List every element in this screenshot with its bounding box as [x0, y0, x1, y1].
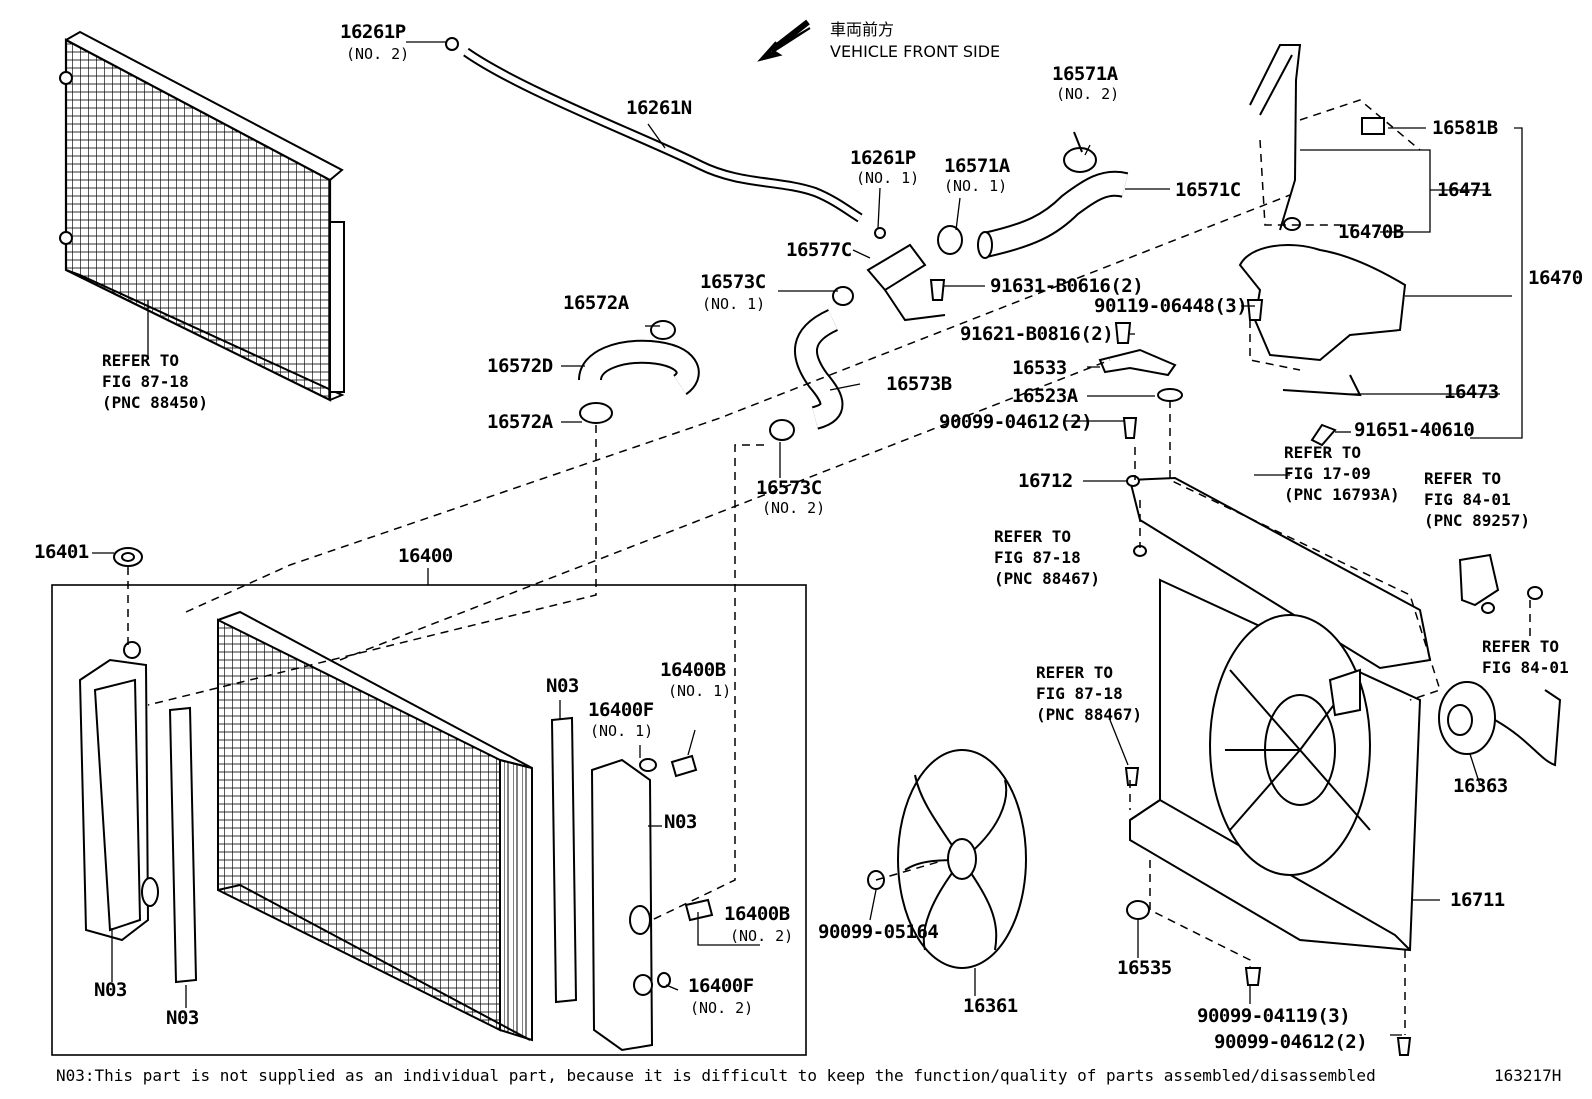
callout-n03-left-tank: N03 — [94, 979, 127, 1001]
radiator-cap-16401 — [113, 547, 143, 567]
callout-16400F-no1-sub: (NO. 1) — [590, 722, 654, 740]
callout-16400F-no2: 16400F — [688, 975, 754, 997]
callout-16401: 16401 — [34, 541, 89, 563]
callout-16581B: 16581B — [1432, 117, 1498, 139]
callout-90099-04612-bot: 90099-04612(2) — [1214, 1031, 1368, 1053]
callout-16261N: 16261N — [626, 97, 692, 119]
radiator-core — [217, 610, 533, 1042]
leader-lines — [92, 41, 1523, 1036]
vehicle-front-en: VEHICLE FRONT SIDE — [830, 42, 1001, 61]
hose-16573B — [769, 286, 854, 441]
fan-shroud-16711 — [1129, 578, 1422, 952]
callout-16573C-no1: 16573C — [700, 271, 766, 293]
ref-condenser: REFER TO FIG 87-18 (PNC 88450) — [102, 351, 208, 412]
figure-id: 163217H — [1494, 1066, 1562, 1085]
clamp-16571A-no2 — [1063, 131, 1097, 173]
callout-16571A-no2-sub: (NO. 2) — [1056, 85, 1120, 103]
reservoir-tank — [1238, 44, 1407, 397]
callout-16572A-top: 16572A — [563, 292, 629, 314]
callout-16711: 16711 — [1450, 889, 1505, 911]
gasket-right — [550, 716, 578, 1004]
callout-91651-40610: 91651-40610 — [1354, 419, 1475, 441]
callout-91621-B0816: 91621-B0816(2) — [960, 323, 1114, 345]
callout-16361: 16361 — [963, 995, 1018, 1017]
callout-16533: 16533 — [1012, 357, 1067, 379]
vehicle-front-jp: 車両前方 — [830, 20, 895, 39]
water-outlet-16577C — [866, 227, 946, 322]
callout-16261P-no2-sub: (NO. 2) — [346, 45, 410, 63]
callout-16535: 16535 — [1117, 957, 1172, 979]
callout-16712: 16712 — [1018, 470, 1073, 492]
callout-16473: 16473 — [1444, 381, 1499, 403]
callout-16523A: 16523A — [1012, 385, 1078, 407]
callout-16571C: 16571C — [1175, 179, 1241, 201]
hose-16572D — [578, 320, 700, 424]
callout-16573C-no2-sub: (NO. 2) — [762, 499, 826, 517]
ref-fig-17-09: REFER TO FIG 17-09 (PNC 16793A) — [1284, 443, 1400, 504]
ref-fig-84-01-relay: REFER TO FIG 84-01 (PNC 89257) — [1424, 469, 1530, 530]
callout-16471: 16471 — [1437, 179, 1492, 201]
radiator-left-tank — [78, 641, 159, 942]
motor-16363 — [1438, 681, 1562, 767]
callout-n03-right-tank: N03 — [664, 811, 697, 833]
clamp-16571A-no1 — [937, 225, 963, 255]
callout-16573B: 16573B — [886, 373, 952, 395]
callout-16400F-no2-sub: (NO. 2) — [690, 999, 754, 1017]
gasket-left — [168, 706, 198, 984]
callout-16400B-no1-sub: (NO. 1) — [668, 682, 732, 700]
dashed-lines — [127, 99, 1531, 1035]
ref-fig-84-01-motor: REFER TO FIG 84-01 — [1482, 637, 1569, 677]
callout-16400: 16400 — [398, 545, 453, 567]
callout-16400B-no2-sub: (NO. 2) — [730, 927, 794, 945]
ref-fig-87-18-low: REFER TO FIG 87-18 (PNC 88467) — [1036, 663, 1142, 724]
callout-16571A-no1-sub: (NO. 1) — [944, 177, 1008, 195]
callout-16400F-no1: 16400F — [588, 699, 654, 721]
vehicle-front-arrow — [757, 19, 811, 62]
callout-16261P-no2: 16261P — [340, 21, 406, 43]
callout-16400B-no2: 16400B — [724, 903, 790, 925]
hose-16571C — [977, 170, 1129, 259]
radiator-right-tank — [590, 754, 714, 1052]
footnote-n03: N03:This part is not supplied as an indi… — [56, 1066, 1376, 1085]
callout-16573C-no1-sub: (NO. 1) — [702, 295, 766, 313]
callout-16572D: 16572D — [487, 355, 553, 377]
callout-16571A-no1: 16571A — [944, 155, 1010, 177]
callout-16577C: 16577C — [786, 239, 852, 261]
callout-16400B-no1: 16400B — [660, 659, 726, 681]
callout-16470B: 16470B — [1338, 221, 1404, 243]
callout-16572A-bot: 16572A — [487, 411, 553, 433]
callout-90099-04119: 90099-04119(3) — [1197, 1005, 1351, 1027]
callout-90099-05164: 90099-05164 — [818, 921, 939, 943]
callout-16261P-no1-sub: (NO. 1) — [856, 169, 920, 187]
radiator-assembly-box — [51, 584, 807, 1056]
relay-89257 — [1458, 553, 1543, 614]
callout-16363: 16363 — [1453, 775, 1508, 797]
condenser — [59, 30, 345, 402]
callout-16261P-no1: 16261P — [850, 147, 916, 169]
bracket-16533 — [1098, 348, 1183, 402]
hose-16261N — [445, 37, 863, 223]
callout-16571A-no2: 16571A — [1052, 63, 1118, 85]
callout-16470: 16470 — [1528, 267, 1583, 289]
fasteners — [929, 279, 1412, 1056]
fan-16361 — [867, 749, 1027, 969]
callout-n03-top: N03 — [546, 675, 579, 697]
callout-90099-04612-top: 90099-04612(2) — [939, 411, 1093, 433]
callout-n03-gasket: N03 — [166, 1007, 199, 1029]
ref-fig-87-18-mid: REFER TO FIG 87-18 (PNC 88467) — [994, 527, 1100, 588]
callout-91631-B0616: 91631-B0616(2) — [990, 275, 1144, 297]
callout-16573C-no2: 16573C — [756, 477, 822, 499]
callout-90119-06448: 90119-06448(3) — [1094, 295, 1248, 317]
